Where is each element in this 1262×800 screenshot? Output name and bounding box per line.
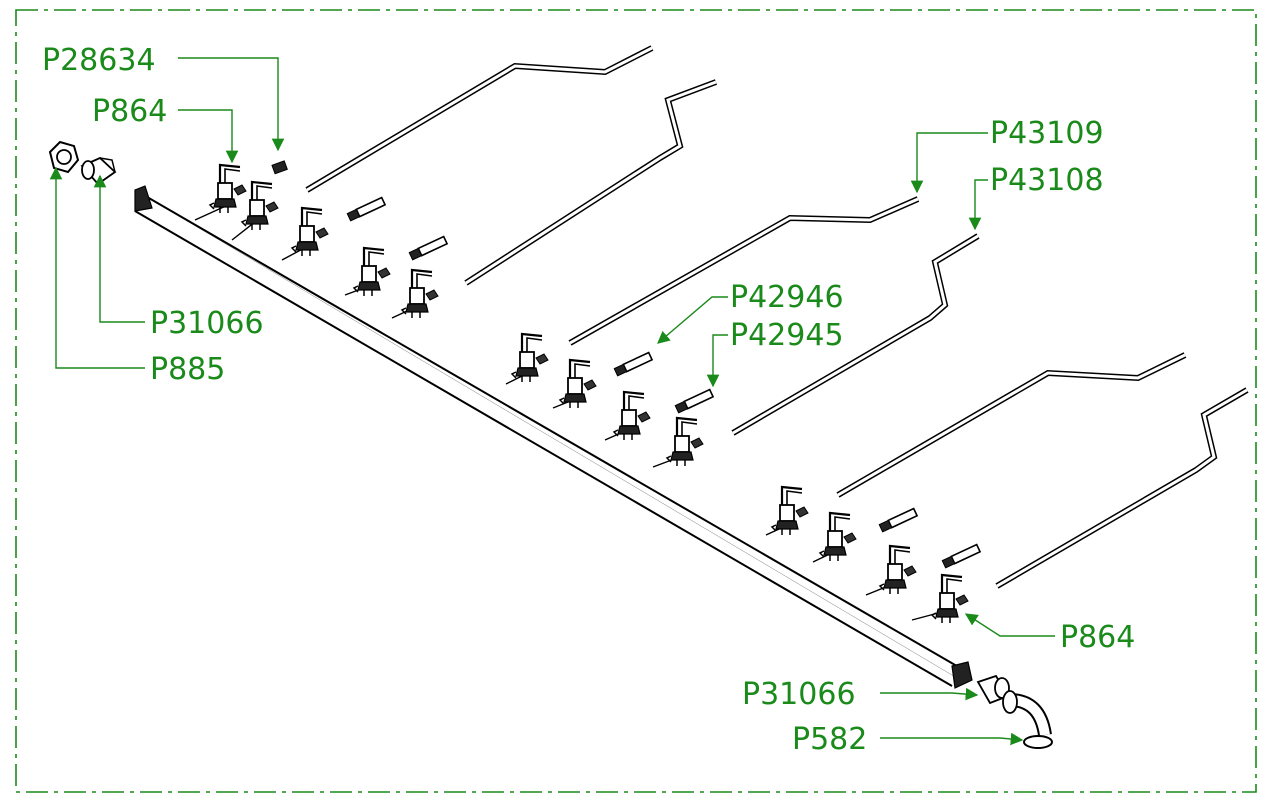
label-p864-top: P864 <box>92 94 167 129</box>
label-p42945: P42945 <box>730 318 844 353</box>
label-p885: P885 <box>150 352 225 387</box>
elbow-part <box>1002 690 1053 749</box>
nipple-group <box>346 196 981 569</box>
leader-lines <box>49 57 1055 746</box>
coupling-left-part <box>80 156 117 186</box>
part-labels: P28634 P864 P43109 P43108 P42946 P42945 … <box>42 43 1135 757</box>
label-p28634: P28634 <box>42 43 156 78</box>
frame-border <box>15 9 1257 793</box>
hex-nut-part <box>48 140 80 174</box>
label-p31066-left: P31066 <box>150 306 264 341</box>
label-p31066-right: P31066 <box>742 677 856 712</box>
main-header-pipe <box>134 185 973 689</box>
plug-part <box>271 160 288 175</box>
label-p864-right: P864 <box>1060 620 1135 655</box>
label-p42946: P42946 <box>730 280 844 315</box>
label-p43108: P43108 <box>990 163 1104 198</box>
label-p43109: P43109 <box>990 116 1104 151</box>
label-p582: P582 <box>792 722 867 757</box>
valve-group <box>208 163 970 625</box>
long-tubes <box>305 45 1249 589</box>
